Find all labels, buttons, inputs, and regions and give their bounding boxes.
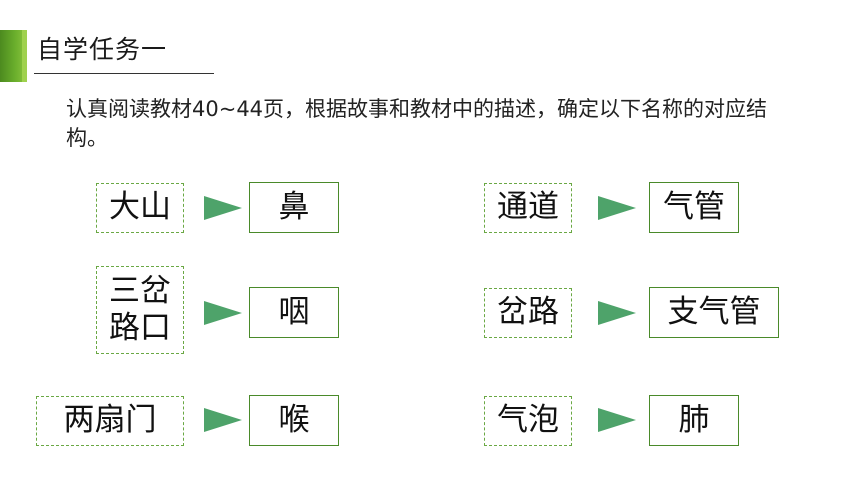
right-pointer-icon [598, 301, 636, 325]
answer-box-4: 气管 [649, 182, 739, 233]
title-underline [34, 73, 214, 74]
title-accent-bar [0, 30, 27, 82]
right-pointer-icon [598, 196, 636, 220]
right-pointer-icon [204, 408, 242, 432]
term-box-4: 通道 [484, 183, 572, 233]
right-pointer-icon [598, 408, 636, 432]
term-box-6: 气泡 [484, 396, 572, 446]
answer-box-5: 支气管 [649, 287, 779, 338]
right-pointer-icon [204, 196, 242, 220]
answer-box-3: 喉 [249, 395, 339, 446]
term-box-2: 三岔路口 [96, 266, 184, 354]
term-box-1: 大山 [96, 183, 184, 233]
answer-box-6: 肺 [649, 395, 739, 446]
right-pointer-icon [204, 301, 242, 325]
page-title: 自学任务一 [37, 35, 168, 64]
term-box-3: 两扇门 [36, 396, 184, 446]
term-box-5: 岔路 [484, 288, 572, 338]
task-instructions: 认真阅读教材40~44页，根据故事和教材中的描述，确定以下名称的对应结构。 [66, 97, 768, 150]
answer-box-1: 鼻 [249, 182, 339, 233]
answer-box-2: 咽 [249, 287, 339, 338]
